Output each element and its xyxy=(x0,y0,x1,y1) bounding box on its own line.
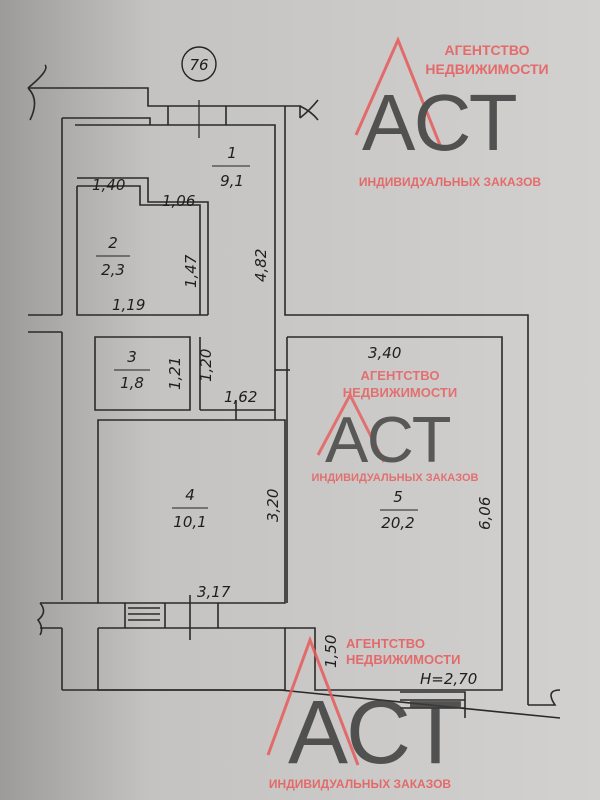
watermark-logo-bottom: АСТ АГЕНТСТВО НЕДВИЖИМОСТИ ИНДИВИДУАЛЬНЫ… xyxy=(266,635,463,791)
svg-text:3: 3 xyxy=(127,348,137,366)
svg-text:10,1: 10,1 xyxy=(173,513,206,531)
dimension-label: 1,06 xyxy=(162,192,195,210)
dimension-label: 1,21 xyxy=(166,357,184,390)
svg-text:2: 2 xyxy=(108,234,118,252)
svg-text:НЕДВИЖИМОСТИ: НЕДВИЖИМОСТИ xyxy=(425,61,548,77)
svg-text:1,8: 1,8 xyxy=(120,374,144,392)
dimension-label: 1,50 xyxy=(322,635,340,668)
svg-text:ИНДИВИДУАЛЬНЫХ ЗАКАЗОВ: ИНДИВИДУАЛЬНЫХ ЗАКАЗОВ xyxy=(359,175,541,189)
svg-text:76: 76 xyxy=(189,56,208,74)
svg-text:2,3: 2,3 xyxy=(101,261,125,279)
room-1-label: 1 9,1 xyxy=(212,144,250,190)
watermark-logo-text: АСТ xyxy=(288,683,463,783)
svg-text:20,2: 20,2 xyxy=(381,514,414,532)
watermark-logo-text: АСТ xyxy=(362,78,518,167)
svg-text:1: 1 xyxy=(227,144,237,162)
ceiling-height-label: H=2,70 xyxy=(420,670,477,688)
room-4-label: 4 10,1 xyxy=(172,486,208,531)
svg-text:9,1: 9,1 xyxy=(220,172,244,190)
dimension-label: 6,06 xyxy=(476,497,494,530)
dimension-label: 3,17 xyxy=(197,583,231,601)
dimension-label: 1,19 xyxy=(112,296,145,314)
svg-text:ИНДИВИДУАЛЬНЫХ ЗАКАЗОВ: ИНДИВИДУАЛЬНЫХ ЗАКАЗОВ xyxy=(269,777,451,791)
dimension-label: 4,82 xyxy=(252,249,270,282)
room-2-label: 2 2,3 xyxy=(96,234,130,279)
walls xyxy=(27,64,561,719)
svg-text:НЕДВИЖИМОСТИ: НЕДВИЖИМОСТИ xyxy=(343,385,457,400)
room-3-label: 3 1,8 xyxy=(114,348,150,392)
watermark-logo-middle: АСТ АГЕНТСТВО НЕДВИЖИМОСТИ ИНДИВИДУАЛЬНЫ… xyxy=(312,368,479,484)
svg-text:ИНДИВИДУАЛЬНЫХ ЗАКАЗОВ: ИНДИВИДУАЛЬНЫХ ЗАКАЗОВ xyxy=(312,472,479,484)
room-5-label: 5 20,2 xyxy=(380,488,418,532)
svg-text:АГЕНТСТВО: АГЕНТСТВО xyxy=(444,42,529,58)
dimension-label: 1,62 xyxy=(224,388,257,406)
svg-text:НЕДВИЖИМОСТИ: НЕДВИЖИМОСТИ xyxy=(346,652,460,667)
dimension-label: 1,47 xyxy=(182,254,200,288)
dimension-label: 1,40 xyxy=(92,176,125,194)
dimension-label: 3,40 xyxy=(368,344,401,362)
svg-text:АГЕНТСТВО: АГЕНТСТВО xyxy=(361,368,440,383)
svg-text:4: 4 xyxy=(185,486,195,504)
dimension-label: 1,20 xyxy=(197,349,215,382)
svg-text:АГЕНТСТВО: АГЕНТСТВО xyxy=(346,636,425,651)
svg-text:5: 5 xyxy=(393,488,403,506)
watermark-logo-top: АСТ АГЕНТСТВО НЕДВИЖИМОСТИ ИНДИВИДУАЛЬНЫ… xyxy=(354,36,549,189)
watermark-logo-text: АСТ xyxy=(325,403,451,476)
dimension-label: 3,20 xyxy=(264,489,282,522)
